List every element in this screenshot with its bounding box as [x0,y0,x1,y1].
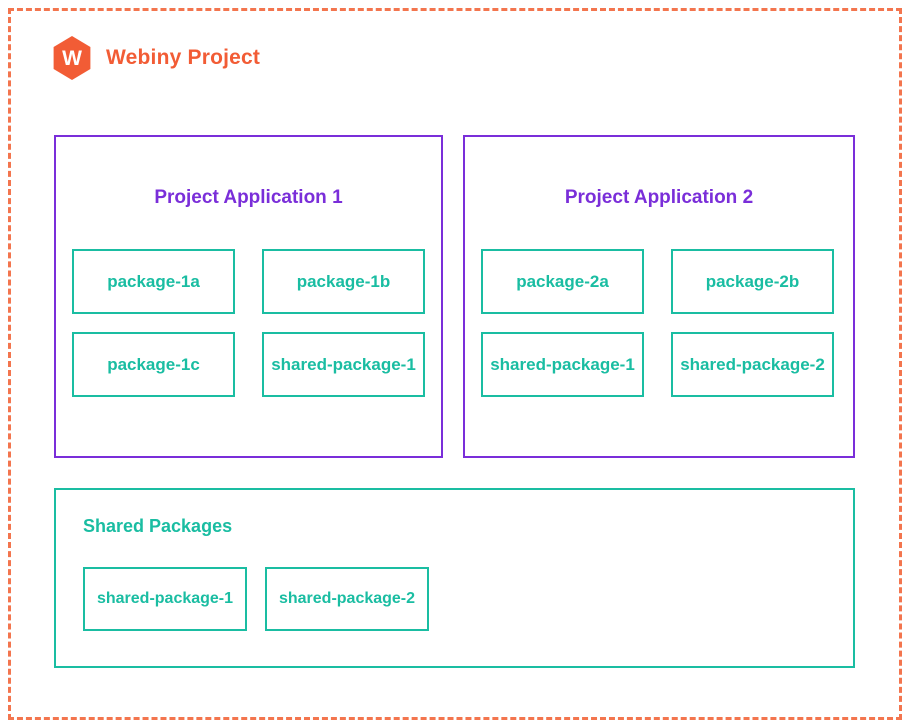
package-box: package-2a [481,249,644,314]
application-2-package-grid: package-2a package-2b shared-package-1 s… [481,249,839,397]
shared-packages-grid: shared-package-1 shared-package-2 [83,567,853,631]
project-header: W Webiny Project [52,36,260,80]
project-application-2-box: Project Application 2 package-2a package… [463,135,855,458]
package-box: shared-package-1 [262,332,425,397]
project-title: Webiny Project [106,46,261,69]
package-box: shared-package-2 [265,567,429,631]
package-box: package-1c [72,332,235,397]
project-application-1-box: Project Application 1 package-1a package… [54,135,443,458]
webiny-logo-icon: W [53,36,91,80]
webiny-logo-letter: W [62,46,82,70]
shared-packages-title: Shared Packages [83,516,233,536]
application-title: Project Application 2 [564,187,754,208]
shared-packages-box: Shared Packages shared-package-1 shared-… [54,488,855,668]
project-dashed-border [8,8,902,720]
package-box: shared-package-2 [671,332,834,397]
package-box: shared-package-1 [481,332,644,397]
application-title: Project Application 1 [154,187,343,208]
application-1-package-grid: package-1a package-1b package-1c shared-… [72,249,427,397]
package-box: shared-package-1 [83,567,247,631]
package-box: package-1b [262,249,425,314]
package-box: package-2b [671,249,834,314]
package-box: package-1a [72,249,235,314]
